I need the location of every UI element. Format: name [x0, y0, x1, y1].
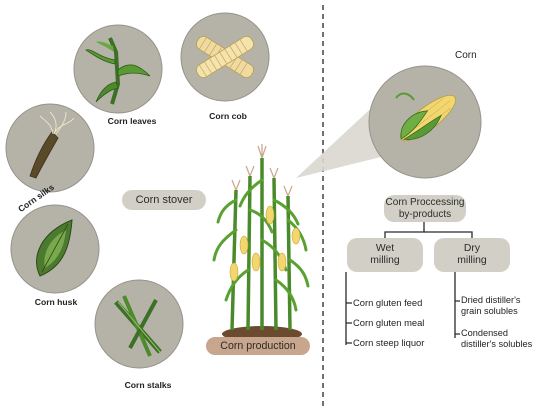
dry-product-1: Dried distiller's grain solubles [461, 295, 520, 317]
corn-leaves-label: Corn leaves [107, 116, 157, 126]
corn-stover-label: Corn stover [135, 194, 193, 206]
dry-product-1-line1: Dried distiller's [461, 295, 521, 305]
corn-production-label: Corn production [220, 340, 296, 352]
wet-line1: Wet [375, 243, 395, 254]
corn-stalks-label: Corn stalks [124, 380, 172, 390]
dry-line2: milling [457, 255, 487, 266]
corn-cob-icon [180, 12, 270, 102]
corn-stover-pill: Corn stover [122, 190, 206, 210]
corn-leaves-icon [73, 24, 163, 114]
corn-plant-illustration [212, 144, 310, 342]
processing-line1: Corn Proccessing [385, 196, 465, 208]
dry-product-1-line2: grain solubles [461, 306, 518, 316]
dry-line1: Dry [463, 243, 481, 254]
wet-line2: milling [370, 255, 400, 266]
flow-connectors [345, 222, 473, 345]
wet-product-2: Corn gluten meal [353, 317, 425, 328]
corn-icon [368, 65, 482, 179]
corn-label: Corn [455, 50, 477, 61]
corn-silks-icon [5, 103, 95, 193]
corn-stalks-icon [94, 279, 184, 369]
corn-cob-label: Corn cob [209, 111, 247, 121]
dry-product-2-line2: distiller's solubles [461, 339, 533, 349]
corn-production-pill: Corn production [206, 337, 310, 355]
wet-product-3: Corn steep liquor [353, 337, 425, 348]
wet-product-1: Corn gluten feed [353, 297, 423, 308]
corn-husk-icon [10, 204, 100, 294]
dry-product-2-line1: Condensed [461, 328, 508, 338]
corn-husk-label: Corn husk [34, 297, 78, 307]
processing-line2: by-products [398, 208, 452, 220]
dry-product-2: Condensed distiller's solubles [461, 328, 532, 350]
